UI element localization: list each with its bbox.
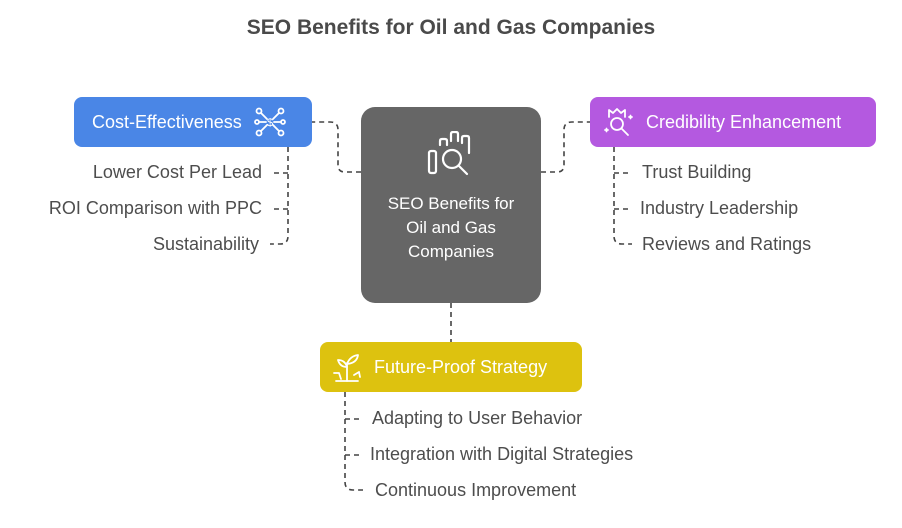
list-item: Lower Cost Per Lead	[92, 162, 262, 182]
list-item: Industry Leadership	[640, 198, 799, 218]
list-item: Adapting to User Behavior	[372, 408, 583, 428]
branch-line-cost	[270, 147, 289, 245]
svg-text:$: $	[267, 117, 273, 129]
credibility-enhancement-label: Credibility Enhancement	[646, 111, 842, 132]
future-proof-strategy-label: Future-Proof Strategy	[374, 356, 548, 377]
connector-credibility	[541, 121, 590, 173]
list-item: Sustainability	[152, 234, 259, 254]
branch-line-future	[344, 392, 363, 491]
crown-magnifier-icon	[602, 106, 634, 138]
list-item: Integration with Digital Strategies	[370, 444, 634, 464]
magnifier-chart-icon	[427, 130, 475, 182]
list-item: Continuous Improvement	[375, 480, 577, 500]
cost-effectiveness-node: Cost-Effectiveness $	[74, 97, 312, 147]
connector-cost	[312, 121, 361, 173]
cost-effectiveness-label: Cost-Effectiveness	[92, 111, 242, 132]
list-item: Reviews and Ratings	[642, 234, 812, 254]
center-node: SEO Benefits for Oil and Gas Companies	[361, 107, 541, 303]
credibility-enhancement-node: Credibility Enhancement	[590, 97, 876, 147]
list-item: ROI Comparison with PPC	[48, 198, 262, 218]
page-title: SEO Benefits for Oil and Gas Companies	[246, 16, 656, 39]
branch-line-credibility	[613, 147, 632, 245]
list-item: Trust Building	[642, 162, 752, 182]
center-label: SEO Benefits for Oil and Gas Companies	[387, 194, 515, 261]
future-proof-strategy-node: Future-Proof Strategy	[320, 342, 582, 392]
growth-plant-icon	[332, 351, 362, 383]
network-nodes-icon: $	[253, 106, 286, 138]
